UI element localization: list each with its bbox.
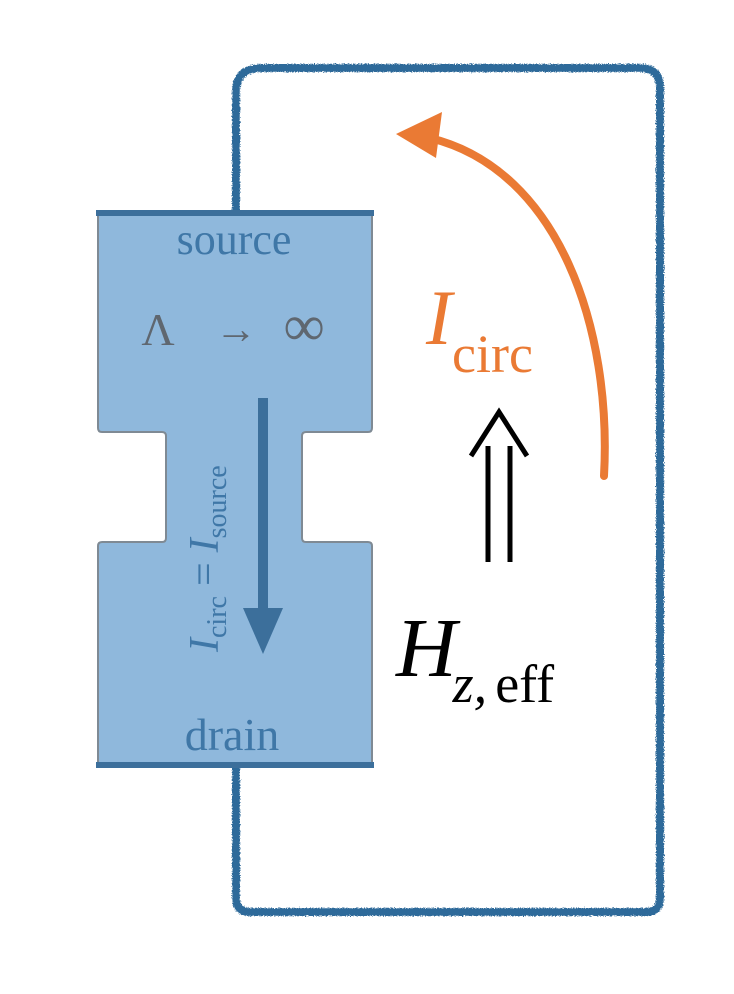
device-body xyxy=(96,210,374,768)
source-contact xyxy=(96,210,374,216)
source-current-arrowhead xyxy=(243,608,283,654)
drain-contact xyxy=(96,762,374,768)
wire-loop xyxy=(232,64,664,916)
relation-rhs-sub: source xyxy=(202,465,233,538)
circulating-current-label: Icirc xyxy=(425,274,533,384)
lambda-symbol: Λ xyxy=(141,304,174,355)
circ-subscript: circ xyxy=(452,324,533,384)
infinity-symbol: ∞ xyxy=(283,293,324,358)
field-subscript-z: z, xyxy=(452,654,488,714)
field-symbol: H xyxy=(395,602,461,695)
relation-lhs-symbol: I xyxy=(182,636,228,653)
current-relation: Icirc = Isource xyxy=(182,465,233,653)
relation-rhs-symbol: I xyxy=(182,536,228,553)
field-subscript-eff: eff xyxy=(495,654,554,714)
field-direction-arrow xyxy=(468,407,530,562)
circ-symbol: I xyxy=(425,274,456,361)
source-label: source xyxy=(177,215,292,264)
limit-expression: Λ → ∞ xyxy=(141,293,324,358)
effective-field-label: Hz,eff xyxy=(395,602,554,714)
circulating-current-arrow xyxy=(426,134,609,480)
circulating-current-arrowhead xyxy=(396,112,442,158)
drain-label: drain xyxy=(185,709,280,760)
relation-equals: = xyxy=(182,562,228,586)
limit-arrow: → xyxy=(215,307,257,353)
relation-lhs-sub: circ xyxy=(202,596,233,638)
